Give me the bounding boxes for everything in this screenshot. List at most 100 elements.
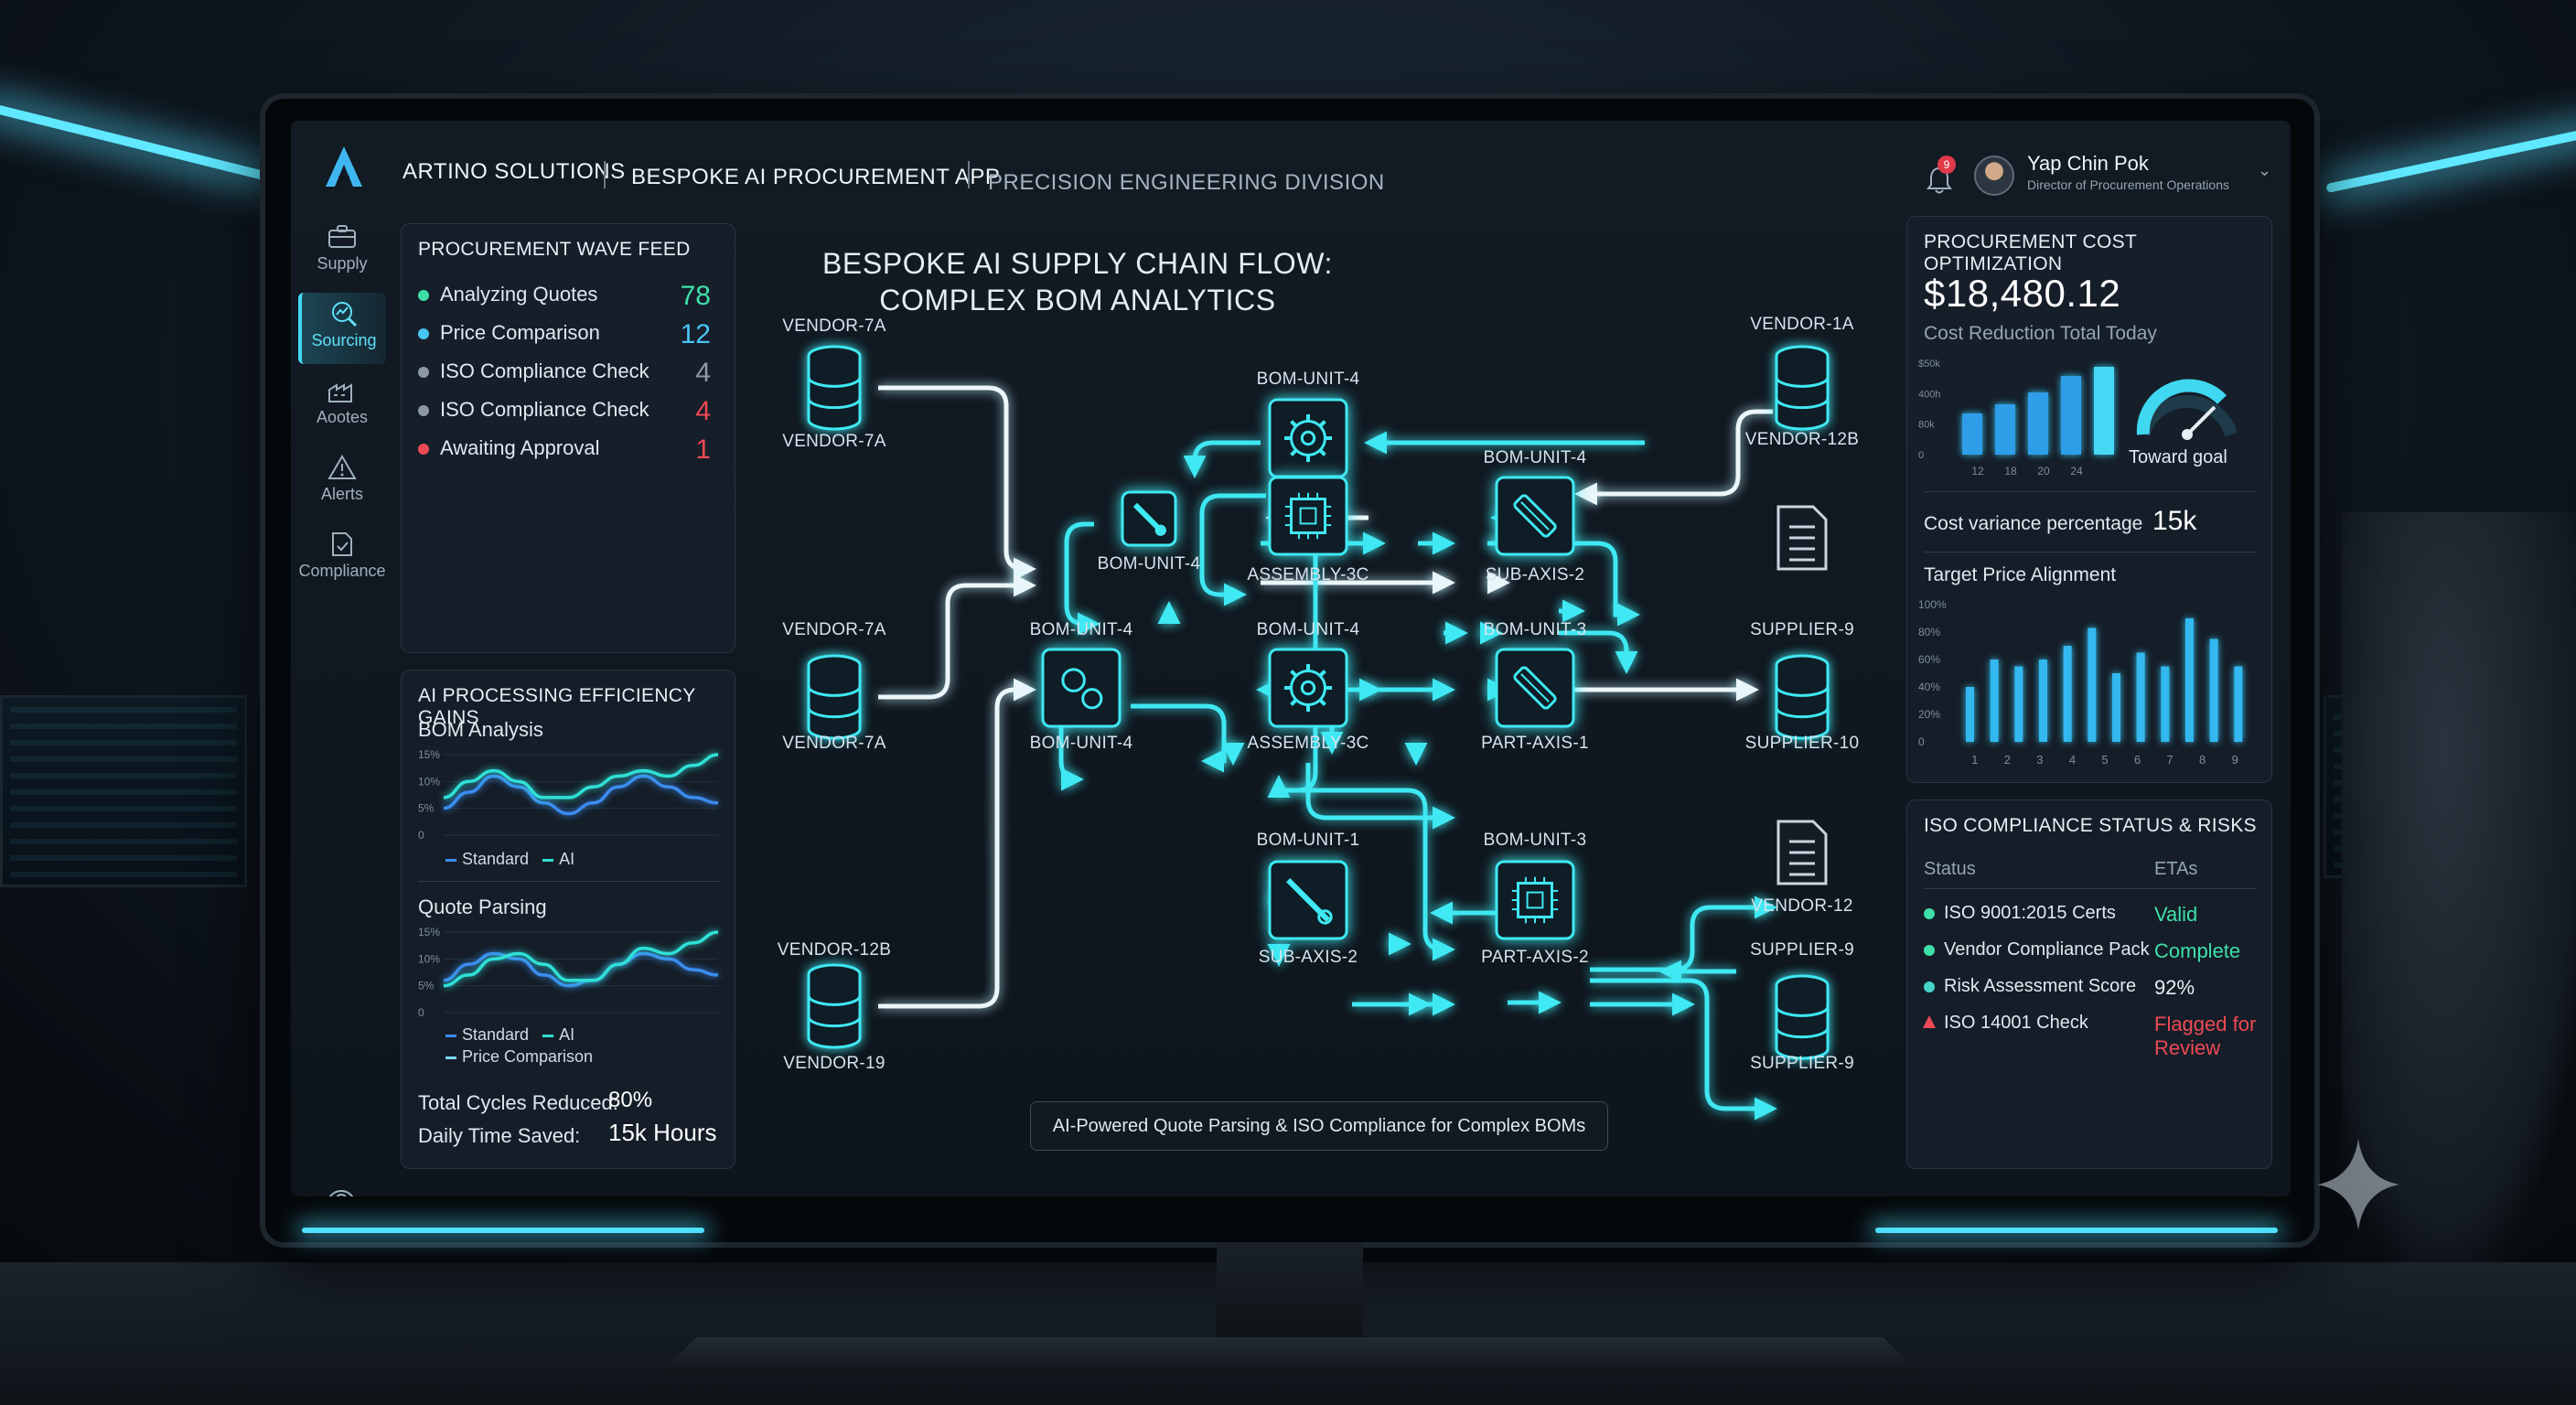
background-monitor-left [0, 695, 247, 887]
feed-label: Price Comparison [440, 321, 600, 344]
y-tick-label: 60% [1918, 653, 1940, 666]
diagram-caption: AI-Powered Quote Parsing & ISO Complianc… [1030, 1101, 1608, 1151]
rail-icon [1513, 494, 1557, 538]
feed-row[interactable]: ISO Compliance Check 4 [418, 356, 711, 392]
database-icon[interactable] [1775, 974, 1830, 1060]
node-sub-axis-2-top[interactable] [1495, 476, 1575, 556]
node-label-supplier9-mid: SUPPLIER-9 [1750, 620, 1854, 639]
node-part-axis-1[interactable] [1495, 648, 1575, 728]
bar [2136, 652, 2145, 742]
total-cycles-label: Total Cycles Reduced: [418, 1091, 618, 1114]
y-tick-label: 10% [418, 952, 440, 965]
y-tick-label: 80k [1918, 420, 1935, 431]
bolt-icon [1132, 502, 1166, 536]
status-dot [418, 328, 429, 339]
series-line-standard [443, 774, 719, 816]
node-assembly-3c-mid[interactable] [1268, 648, 1348, 728]
panel-title: AI PROCESSING EFFICIENCY GAINS [418, 685, 696, 728]
x-tick-label: 4 [2069, 753, 2076, 767]
feed-label: ISO Compliance Check [440, 359, 649, 382]
legend-standard: Standard [462, 850, 530, 868]
node-label-bom4-top: BOM-UNIT-4 [1256, 370, 1360, 389]
iso-item-value: Complete [2154, 939, 2241, 962]
iso-item-name: Risk Assessment Score [1944, 976, 2137, 996]
monitor-glow-right [1875, 1228, 2278, 1233]
sidebar-item-label: Supply [317, 254, 368, 273]
database-icon[interactable] [807, 654, 862, 740]
sidebar-item-alerts[interactable]: Alerts [298, 446, 386, 518]
database-icon[interactable] [1775, 654, 1830, 740]
sidebar-item-label: Sourcing [311, 331, 377, 349]
document-icon[interactable] [1776, 505, 1828, 571]
node-label-v19: VENDOR-19 [783, 1054, 886, 1073]
iso-item-value: Flagged for Review [2154, 1013, 2257, 1059]
document-icon[interactable] [1776, 820, 1828, 885]
node-sub-axis-2-bottom[interactable] [1268, 860, 1348, 940]
y-tick-label: 10% [418, 775, 440, 788]
database-icon[interactable] [1775, 345, 1830, 431]
bar [1966, 687, 1974, 742]
y-tick-label: 40% [1918, 681, 1940, 693]
monitor-stand-base [659, 1337, 1921, 1374]
help-icon[interactable] [318, 1182, 364, 1196]
node-label-asm3c-mid: ASSEMBLY-3C [1247, 734, 1369, 753]
bar [2014, 666, 2023, 742]
sparkle-icon [2317, 1139, 2399, 1230]
flow-connector [1574, 409, 1773, 506]
status-dot [418, 405, 429, 416]
flow-connector [878, 678, 1036, 1009]
divider [418, 881, 720, 882]
node-label-bom4-right: BOM-UNIT-4 [1483, 448, 1587, 467]
status-dot [418, 290, 429, 301]
gauge-icon [2136, 379, 2238, 440]
quote-parsing-line-chart: 15%10%5%0 [418, 926, 719, 1019]
bar [2209, 638, 2218, 742]
chart-legend: Price Comparison [445, 1047, 593, 1067]
database-icon[interactable] [807, 345, 862, 431]
sidebar-item-supply[interactable]: Supply [298, 216, 386, 287]
node-bom-unit-4-small[interactable] [1121, 490, 1177, 547]
node-label-bom3-mid: BOM-UNIT-3 [1483, 620, 1587, 639]
feed-row[interactable]: Analyzing Quotes 78 [418, 279, 711, 316]
bar [2161, 666, 2170, 742]
warning-icon [327, 455, 357, 479]
node-bom-unit-4-center[interactable] [1041, 648, 1122, 728]
avatar[interactable] [1974, 156, 2014, 196]
node-label-bom4-small: BOM-UNIT-4 [1097, 554, 1201, 574]
node-label-supplier10: SUPPLIER-10 [1744, 734, 1860, 753]
feed-row[interactable]: ISO Compliance Check 4 [418, 394, 711, 431]
bar [2061, 376, 2081, 455]
x-tick-label: 8 [2199, 753, 2206, 767]
feed-row[interactable]: Awaiting Approval 1 [418, 433, 711, 469]
status-dot [1924, 981, 1935, 992]
feed-row[interactable]: Price Comparison 12 [418, 317, 711, 354]
chip-icon [1284, 492, 1332, 540]
chevron-down-icon[interactable]: ⌄ [2258, 161, 2272, 179]
legend-ai: AI [559, 1025, 575, 1044]
efficiency-panel: AI PROCESSING EFFICIENCY GAINS BOM Analy… [401, 670, 735, 1169]
x-tick-label: 2 [2004, 753, 2011, 767]
node-label-vendor12: VENDOR-12 [1751, 896, 1853, 916]
series-line-ai [443, 753, 719, 799]
feed-count: 12 [680, 319, 711, 349]
x-tick-label: 7 [2166, 753, 2173, 767]
y-tick-label: 0 [418, 1006, 424, 1019]
status-dot [418, 367, 429, 378]
user-name[interactable]: Yap Chin Pok [2027, 152, 2149, 175]
x-tick-label: 18 [2004, 465, 2017, 477]
sidebar-item-aootes[interactable]: Aootes [298, 370, 386, 441]
node-part-axis-2[interactable] [1495, 860, 1575, 940]
database-icon[interactable] [807, 963, 862, 1049]
node-assembly-3c-top[interactable] [1268, 476, 1348, 556]
legend-ai: AI [559, 850, 575, 868]
diagram-title-line-1: BESPOKE AI SUPPLY CHAIN FLOW: [821, 247, 1334, 280]
sidebar-item-sourcing[interactable]: Sourcing [298, 293, 386, 364]
node-label-bom4-cb: BOM-UNIT-4 [1029, 734, 1133, 753]
node-label-v7a-top2: VENDOR-7A [782, 432, 886, 451]
bom-analysis-line-chart: 15%10%5%0 [418, 748, 719, 842]
x-tick-label: 12 [1971, 465, 1984, 477]
chart-legend: Standard AI [445, 1025, 574, 1045]
node-bom-unit-4-top[interactable] [1268, 398, 1348, 478]
node-label-bom4-ca: BOM-UNIT-4 [1029, 620, 1133, 639]
sidebar-item-compliance[interactable]: Compliance [298, 523, 386, 595]
